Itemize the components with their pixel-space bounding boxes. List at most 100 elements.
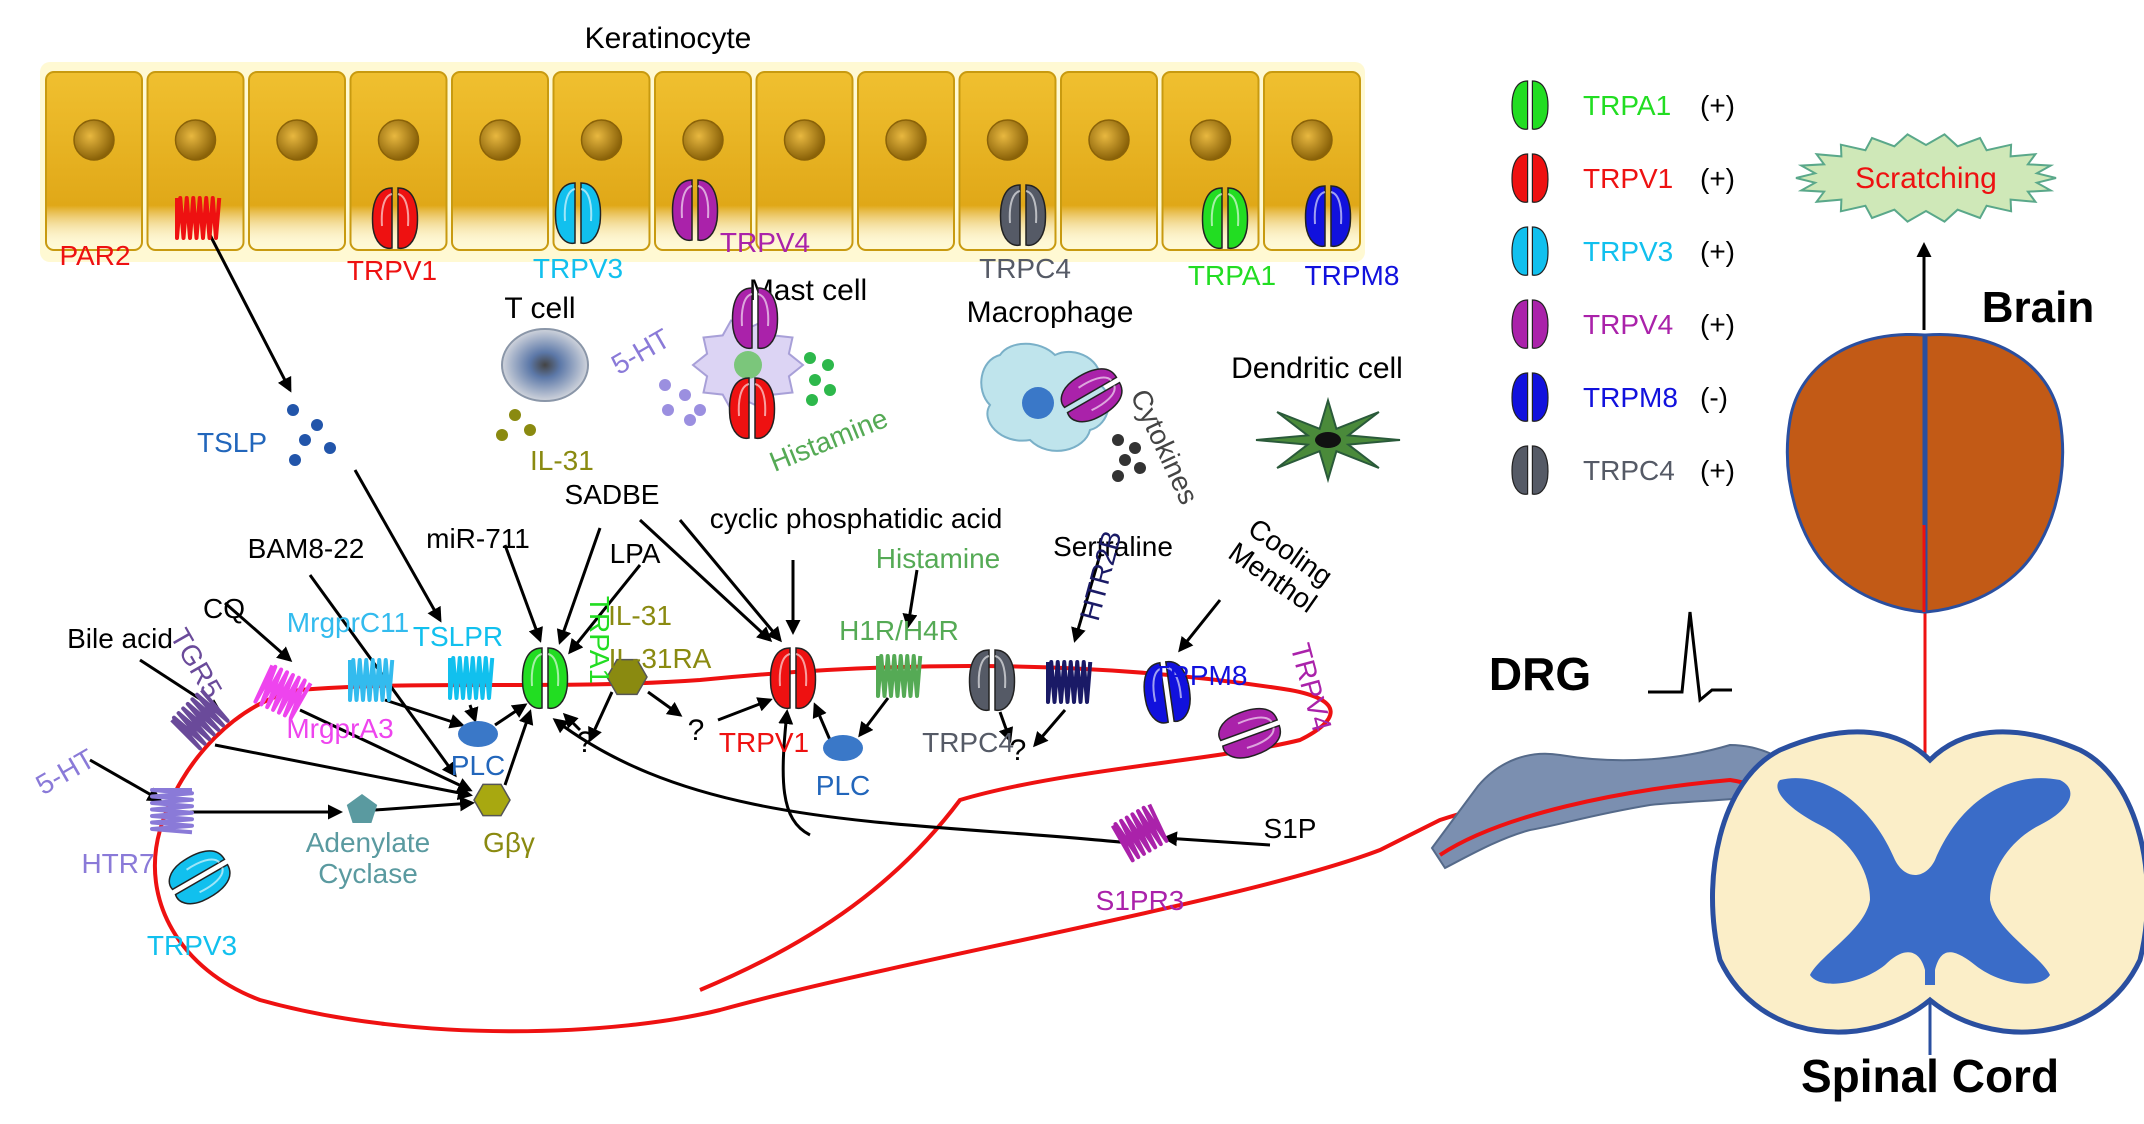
brain: Brain <box>1785 242 2094 614</box>
keratinocyte-cell <box>857 71 955 251</box>
trpv3-label: TRPV3 <box>533 253 623 284</box>
sadbe-to-trpa1-arrow <box>556 527 602 645</box>
il31ra-receptor-shape <box>606 658 648 696</box>
legend-item-trpv4: TRPV4(+) <box>1511 299 1735 349</box>
s1pr3-to-trpv1-arrow <box>778 709 811 837</box>
legend-item-trpv1: TRPV1(+) <box>1511 153 1735 203</box>
sertraline-to-htr2b-arrow <box>1071 554 1102 643</box>
legend-sign: (+) <box>1700 236 1735 267</box>
cooling-to-trpm8-arrow <box>1178 599 1222 653</box>
gbg-protein-shape <box>473 783 511 817</box>
histamine-label: Histamine <box>876 543 1000 574</box>
keratinocyte-cell <box>45 71 143 251</box>
bam822-label: BAM8-22 <box>248 533 365 564</box>
tslpr-label: TSLPR <box>413 621 503 652</box>
htr7-label: HTR7 <box>81 848 154 879</box>
trpv1-label: TRPV1 <box>719 727 809 758</box>
brain-label: Brain <box>1982 283 2094 332</box>
plc-left-shape <box>458 721 498 747</box>
cpa-to-trpv1-arrow <box>678 519 782 643</box>
s1pr3-to-trpa1-arrow <box>552 718 1131 845</box>
tslpr-receptor <box>448 656 495 700</box>
keratinocyte-cell <box>248 71 346 251</box>
s1pr3-label: S1PR3 <box>1096 885 1185 916</box>
tslpr-to-plc-arrow <box>464 704 479 723</box>
plc-right-shape <box>823 735 863 761</box>
trpv4-mast-channel <box>731 287 779 350</box>
mrgprc11-label: MrgprC11 <box>287 607 409 638</box>
gbg-label: Gβγ <box>483 827 535 858</box>
h1r-to-plc-arrow <box>858 697 890 738</box>
lpa-to-trpa1-arrow <box>568 564 642 655</box>
trpv4-neuron-channel <box>1218 707 1282 759</box>
sadbe-to-trpv1-arrow <box>638 518 773 643</box>
q-label: ? <box>688 714 705 747</box>
t-cell-label: T cell <box>504 292 575 325</box>
tslp-particles <box>287 404 336 466</box>
trpc4-to-q-arrow <box>998 711 1014 743</box>
trpc4-neuron-channel <box>968 649 1016 712</box>
keratinocyte-cell <box>755 71 854 251</box>
keratinocyte-cell <box>1060 71 1158 251</box>
histamine-mast-label: Histamine <box>765 402 892 477</box>
h1r-h4r-label: H1R/H4R <box>839 615 959 646</box>
par2-label: PAR2 <box>59 240 130 271</box>
dendritic-cell-label: Dendritic cell <box>1231 352 1403 385</box>
spinal-cord: Spinal Cord <box>1710 729 2144 1102</box>
tslp-to-tslpr-arrow <box>353 469 442 623</box>
cq-to-mrgpra3-arrow <box>224 601 293 662</box>
mrgprc11-receptor <box>348 658 395 702</box>
lpa-label: LPA <box>610 538 661 569</box>
legend-channel-icon <box>1511 153 1549 203</box>
trpv4-label: TRPV4 <box>720 227 810 258</box>
legend-item-trpc4: TRPC4(+) <box>1511 445 1735 495</box>
htr2b-receptor <box>1046 660 1093 704</box>
legend-item-trpv3: TRPV3(+) <box>1511 226 1735 276</box>
mrgpra3-receptor <box>253 664 313 721</box>
trpv1-keratinocyte-channel <box>371 187 419 250</box>
s1pr3-receptor <box>1110 803 1169 863</box>
tgr5-receptor <box>170 688 230 751</box>
gray-matter <box>1777 778 2071 985</box>
il31ra-to-q-arrow <box>588 691 614 743</box>
cooling-menthol-label: CoolingMenthol <box>1223 511 1340 619</box>
legend-sign: (+) <box>1700 163 1735 194</box>
spinal-cord-label: Spinal Cord <box>1801 1050 2059 1102</box>
trpv1-mast-channel <box>728 377 776 440</box>
trpm8-label: TRPM8 <box>1305 260 1400 291</box>
trpv1-neuron-channel <box>769 647 817 710</box>
mir711-to-trpa1-arrow <box>503 544 543 643</box>
legend-item-trpm8: TRPM8(-) <box>1511 372 1728 422</box>
legend-label: TRPA1 <box>1583 90 1671 121</box>
macrophage-label: Macrophage <box>967 296 1134 329</box>
legend-channel-icon <box>1511 226 1549 276</box>
tgr5-rotated-label: TGR5 <box>164 623 228 703</box>
neuron <box>152 525 1927 1034</box>
sadbe-label: SADBE <box>565 479 660 510</box>
trpc4-keratinocyte-channel <box>999 184 1047 247</box>
trpa1-neuron-channel <box>521 647 569 710</box>
plc-label: PLC <box>451 750 505 781</box>
cyclic-pa-label: cyclic phosphatidic acid <box>710 503 1003 534</box>
par2-receptor <box>175 196 222 240</box>
trpm8-label: TRPM8 <box>1153 660 1248 691</box>
legend-label: TRPV4 <box>1583 309 1673 340</box>
il31ra-label: IL-31RA <box>609 643 712 674</box>
trpv4-rotated-label: TRPV4 <box>1285 640 1338 735</box>
legend-channel-icon <box>1511 372 1549 422</box>
dendritic-cell: Dendritic cell <box>1231 352 1403 484</box>
trpv4-keratinocyte-channel <box>671 179 719 242</box>
trpc4-label: TRPC4 <box>922 727 1014 758</box>
trpc4-label: TRPC4 <box>979 253 1071 284</box>
trpv3-label: TRPV3 <box>147 930 237 961</box>
mrgprc11-to-plc-arrow <box>384 698 465 729</box>
trpv3-keratinocyte-channel <box>554 182 602 245</box>
trpa1-label: TRPA1 <box>1188 260 1276 291</box>
q-label: ? <box>577 726 594 759</box>
mir711-label: miR-711 <box>426 523 530 554</box>
channel-legend: TRPA1(+)TRPV1(+)TRPV3(+)TRPV4(+)TRPM8(-)… <box>1511 80 1735 495</box>
par2-to-tslp-arrow <box>208 234 292 393</box>
htr2b-to-q-arrow <box>1033 709 1067 748</box>
legend-sign: (+) <box>1700 90 1735 121</box>
